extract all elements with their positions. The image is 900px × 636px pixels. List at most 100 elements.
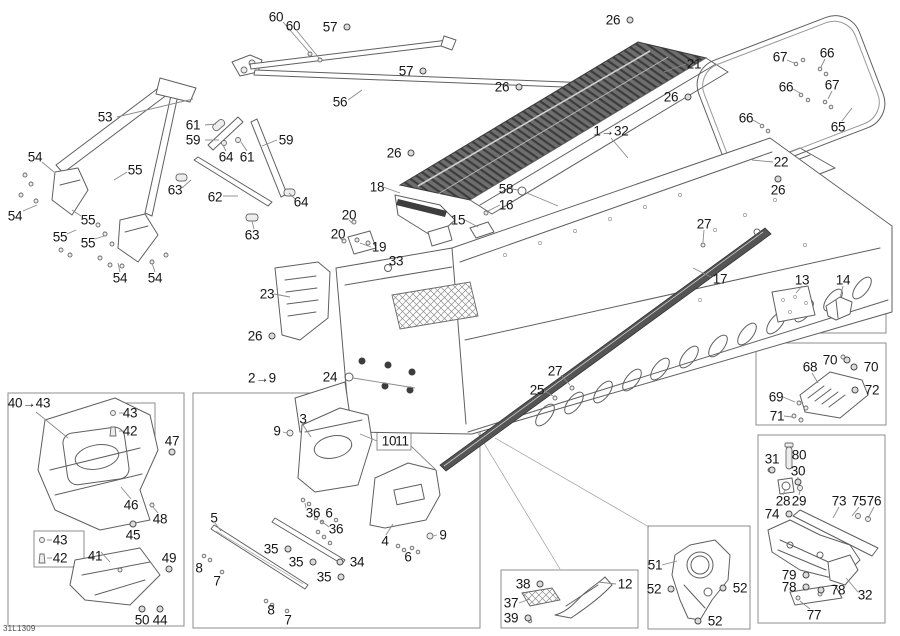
fastener-icon xyxy=(337,573,345,581)
heat-exchanger xyxy=(398,41,729,215)
frame-members-assembly xyxy=(201,407,441,614)
part-callout-63: 63 xyxy=(167,182,183,198)
part-callout-36: 36 xyxy=(328,521,344,537)
part-callout-70: 70 xyxy=(863,359,879,375)
part-callout-60: 60 xyxy=(285,18,301,34)
part-callout-8: 8 xyxy=(267,602,275,618)
part-callout-17: 17 xyxy=(712,271,728,287)
part-callout-26: 26 xyxy=(386,145,402,161)
part-callout-54: 54 xyxy=(27,149,43,165)
part-callout-53: 53 xyxy=(97,109,113,125)
part-callout-62: 62 xyxy=(207,189,223,205)
fastener-icon xyxy=(343,23,351,31)
part-callout-48: 48 xyxy=(152,511,168,527)
part-callout-79: 79 xyxy=(781,567,797,583)
fastener-icon xyxy=(284,545,292,553)
part-callout-5: 5 xyxy=(210,510,218,526)
inset-plate-13-14 xyxy=(771,285,853,323)
part-callout-37: 37 xyxy=(503,595,519,611)
fastener-icon xyxy=(268,332,276,340)
part-callout-26: 26 xyxy=(663,89,679,105)
part-callout-35: 35 xyxy=(316,569,332,585)
part-callout-74: 74 xyxy=(764,506,780,522)
part-callout-35: 35 xyxy=(263,541,279,557)
part-callout-25: 25 xyxy=(529,382,545,398)
part-callout-46: 46 xyxy=(123,497,139,513)
part-callout-55: 55 xyxy=(80,235,96,251)
part-callout-76: 76 xyxy=(866,493,882,509)
fastener-icon xyxy=(802,571,810,579)
fastener-icon xyxy=(774,175,782,183)
part-callout-8: 8 xyxy=(195,560,203,576)
inset-footrest-68-72 xyxy=(791,354,869,423)
part-callout-70: 70 xyxy=(822,352,838,368)
part-callout-26: 26 xyxy=(494,79,510,95)
part-callout-43: 43 xyxy=(52,532,68,548)
part-callout-6: 6 xyxy=(325,505,333,521)
part-callout-41: 41 xyxy=(87,548,103,564)
fastener-icon xyxy=(802,583,810,591)
part-callout-32: 32 xyxy=(857,587,873,603)
fastener-icon xyxy=(719,584,727,592)
part-callout-27: 27 xyxy=(547,363,563,379)
fastener-icon xyxy=(515,83,523,91)
part-callout-39: 39 xyxy=(503,610,519,626)
part-callout-50: 50 xyxy=(134,612,150,628)
fastener-icon xyxy=(129,520,137,528)
part-callout-64: 64 xyxy=(293,194,309,210)
fastener-icon xyxy=(768,466,776,474)
part-callout-26: 26 xyxy=(605,12,621,28)
part-callout-13: 13 xyxy=(794,272,810,288)
part-callout-31: 31 xyxy=(764,451,780,467)
part-callout-78: 78 xyxy=(830,582,846,598)
fastener-icon xyxy=(667,585,675,593)
part-callout-18: 18 xyxy=(369,179,385,195)
leader-lines xyxy=(22,58,875,610)
inset-step-12 xyxy=(521,576,613,624)
part-callout-60: 60 xyxy=(268,9,284,25)
part-callout-40-43: 40→43 xyxy=(7,395,51,411)
front-module-assembly xyxy=(37,397,163,613)
part-callout-44: 44 xyxy=(152,612,168,628)
part-callout-56: 56 xyxy=(332,94,348,110)
part-callout-6: 6 xyxy=(404,549,412,565)
part-callout-16: 16 xyxy=(498,197,514,213)
part-callout-73: 73 xyxy=(831,493,847,509)
part-callout-26: 26 xyxy=(770,182,786,198)
part-callout-66: 66 xyxy=(738,110,754,126)
part-callout-61: 61 xyxy=(239,149,255,165)
part-callout-65: 65 xyxy=(830,119,846,135)
fastener-icon xyxy=(138,605,146,613)
figure-code: 31L1309 xyxy=(3,624,36,633)
part-callout-51: 51 xyxy=(647,557,663,573)
part-callout-57: 57 xyxy=(322,19,338,35)
part-callout-78: 78 xyxy=(781,579,797,595)
fastener-icon xyxy=(419,67,427,75)
part-callout-55: 55 xyxy=(80,212,96,228)
part-callout-29: 29 xyxy=(791,493,807,509)
part-callout-67: 67 xyxy=(824,77,840,93)
part-callout-23: 23 xyxy=(259,286,275,302)
part-callout-52: 52 xyxy=(707,613,723,629)
part-callout-69: 69 xyxy=(768,389,784,405)
part-callout-49: 49 xyxy=(161,550,177,566)
part-callout-33: 33 xyxy=(388,253,404,269)
part-callout-10: 10 xyxy=(381,433,397,449)
part-callout-57: 57 xyxy=(398,63,414,79)
part-callout-20: 20 xyxy=(330,226,346,242)
part-callout-7: 7 xyxy=(284,612,292,628)
part-callout-55: 55 xyxy=(127,162,143,178)
steering-support-assembly xyxy=(18,77,197,269)
fastener-icon xyxy=(407,149,415,157)
part-callout-72: 72 xyxy=(864,382,880,398)
running-board-rail xyxy=(439,227,772,472)
part-callout-42: 42 xyxy=(122,423,138,439)
part-callout-38: 38 xyxy=(515,576,531,592)
part-callout-54: 54 xyxy=(147,270,163,286)
part-callout-27: 27 xyxy=(696,216,712,232)
part-callout-66: 66 xyxy=(778,79,794,95)
part-callout-63: 63 xyxy=(244,227,260,243)
part-callout-34: 34 xyxy=(349,554,365,570)
